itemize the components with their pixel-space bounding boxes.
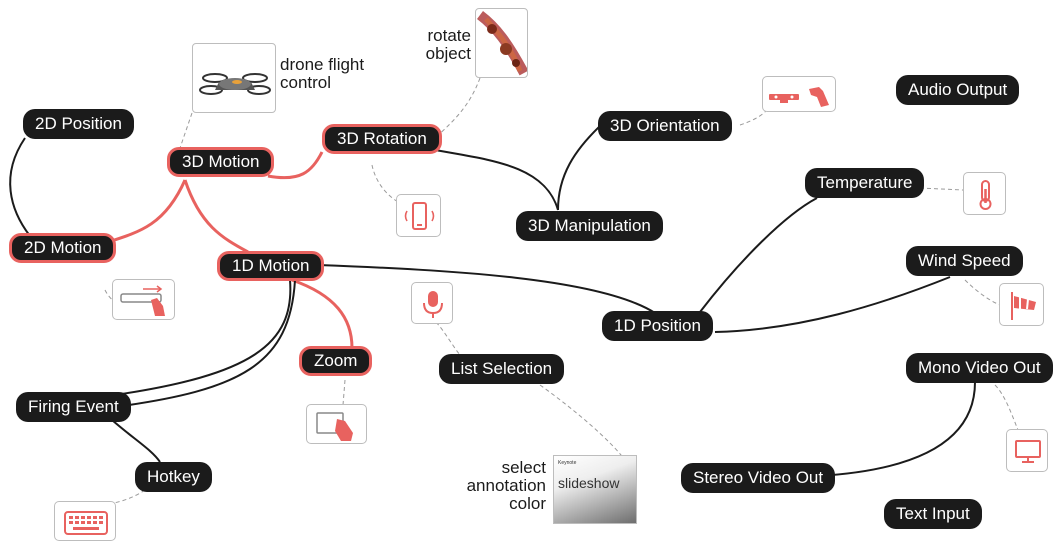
node-3d-manipulation: 3D Manipulation <box>516 211 663 241</box>
edge-rotation3d-manipulation3d <box>434 149 559 211</box>
edge-motion1d-firing-1 <box>114 279 292 396</box>
node-list-selection: List Selection <box>439 354 565 384</box>
edge-motion1d-firing-2 <box>114 279 296 408</box>
edge-mono-stereo <box>817 381 976 477</box>
edge-pos1d-temperature <box>699 197 818 313</box>
node-wind-speed: Wind Speed <box>906 246 1023 276</box>
thermometer-icon <box>963 172 1006 215</box>
kinect-hand-icon <box>762 76 836 112</box>
edge-motion3d-motion1d <box>183 179 249 254</box>
edge-orientation3d-manipulation3d <box>557 125 601 211</box>
node-3d-rotation: 3D Rotation <box>322 124 442 154</box>
monitor-icon <box>1006 429 1048 472</box>
node-zoom: Zoom <box>299 346 373 376</box>
drone-caption: drone flight control <box>280 56 364 92</box>
rotate-caption: rotate object <box>423 27 471 63</box>
rotate-object-image-icon <box>475 8 528 78</box>
slideshow-label: slideshow <box>558 475 620 491</box>
edge-pos2d-motion2d <box>9 137 31 237</box>
select-caption-line3: color <box>509 494 546 513</box>
phone-tilt-icon <box>396 194 441 237</box>
drone-caption-line1: drone flight <box>280 55 365 74</box>
node-hotkey: Hotkey <box>135 462 212 492</box>
node-firing-event: Firing Event <box>16 392 131 422</box>
rotate-caption-line1: rotate <box>427 26 471 45</box>
edge-pos1d-windspeed <box>714 276 951 333</box>
drone-image-icon <box>192 43 276 113</box>
edge-firing-hotkey <box>111 419 161 463</box>
rotate-caption-line2: object <box>425 44 471 63</box>
annotation-leaders <box>94 77 1019 506</box>
node-3d-orientation: 3D Orientation <box>598 111 732 141</box>
edge-motion1d-pos1d <box>317 264 656 314</box>
keyboard-icon <box>54 501 116 541</box>
select-caption-line2: annotation <box>466 476 546 495</box>
drone-caption-line2: control <box>280 73 332 92</box>
slideshow-app-label: Keynote <box>558 460 577 466</box>
select-caption-line1: select <box>501 458 546 477</box>
node-1d-motion: 1D Motion <box>217 251 325 281</box>
edge-motion3d-motion2d <box>104 179 187 245</box>
windsock-icon <box>999 283 1044 326</box>
node-2d-position: 2D Position <box>23 109 134 139</box>
slideshow-thumbnail: Keynote slideshow <box>553 455 637 524</box>
edge-motion1d-zoom <box>291 278 354 349</box>
node-text-input: Text Input <box>884 499 982 529</box>
select-caption: select annotation color <box>458 459 546 513</box>
node-temperature: Temperature <box>805 168 925 198</box>
node-1d-position: 1D Position <box>602 311 713 341</box>
slider-swipe-icon <box>112 279 175 320</box>
microphone-icon <box>411 282 453 324</box>
node-3d-motion: 3D Motion <box>167 147 275 177</box>
node-mono-video-out: Mono Video Out <box>906 353 1053 383</box>
node-stereo-video-out: Stereo Video Out <box>681 463 836 493</box>
edge-motion3d-rotation3d <box>267 151 324 180</box>
touch-pinch-icon <box>306 404 367 444</box>
node-audio-output: Audio Output <box>896 75 1020 105</box>
node-2d-motion: 2D Motion <box>9 233 117 263</box>
